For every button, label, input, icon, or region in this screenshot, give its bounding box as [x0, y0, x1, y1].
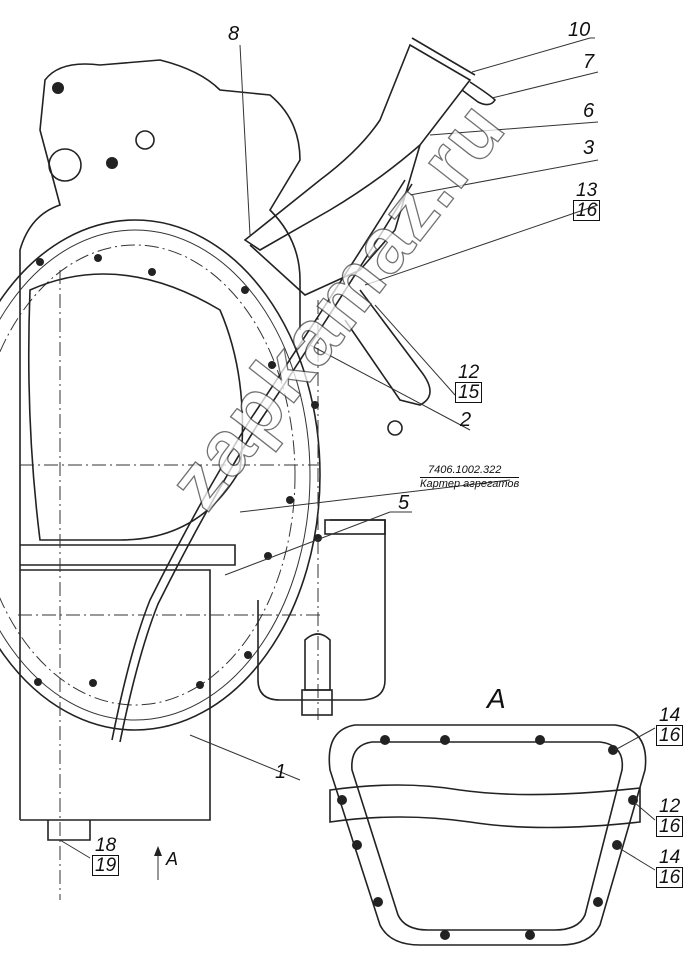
callout-1: 1 — [275, 761, 287, 783]
view-a-gasket — [328, 724, 656, 946]
drain-plug — [47, 820, 91, 841]
part-note: 7406.1002.322 Картер агрегатов — [420, 464, 520, 490]
view-arrow-icon — [154, 846, 162, 856]
view-a-title: A — [487, 683, 506, 714]
flywheel-housing — [0, 219, 321, 731]
callout-6: 6 — [583, 100, 595, 122]
callout-3: 3 — [583, 137, 595, 159]
callout-8: 8 — [228, 23, 240, 45]
bolts — [34, 82, 322, 689]
starter — [257, 519, 386, 701]
callout-2: 2 — [460, 409, 472, 431]
view-a-marker: A — [166, 849, 179, 869]
leader-lines — [59, 37, 599, 880]
callout-10: 10 — [568, 19, 591, 41]
inner-cover — [27, 273, 244, 541]
oil-pan — [20, 569, 211, 821]
filler-neck — [243, 43, 472, 251]
callout-7: 7 — [583, 51, 595, 73]
filler-cap — [411, 37, 476, 76]
bracket — [344, 289, 431, 406]
callout-5: 5 — [398, 492, 410, 514]
dipstick-tube — [111, 179, 406, 741]
